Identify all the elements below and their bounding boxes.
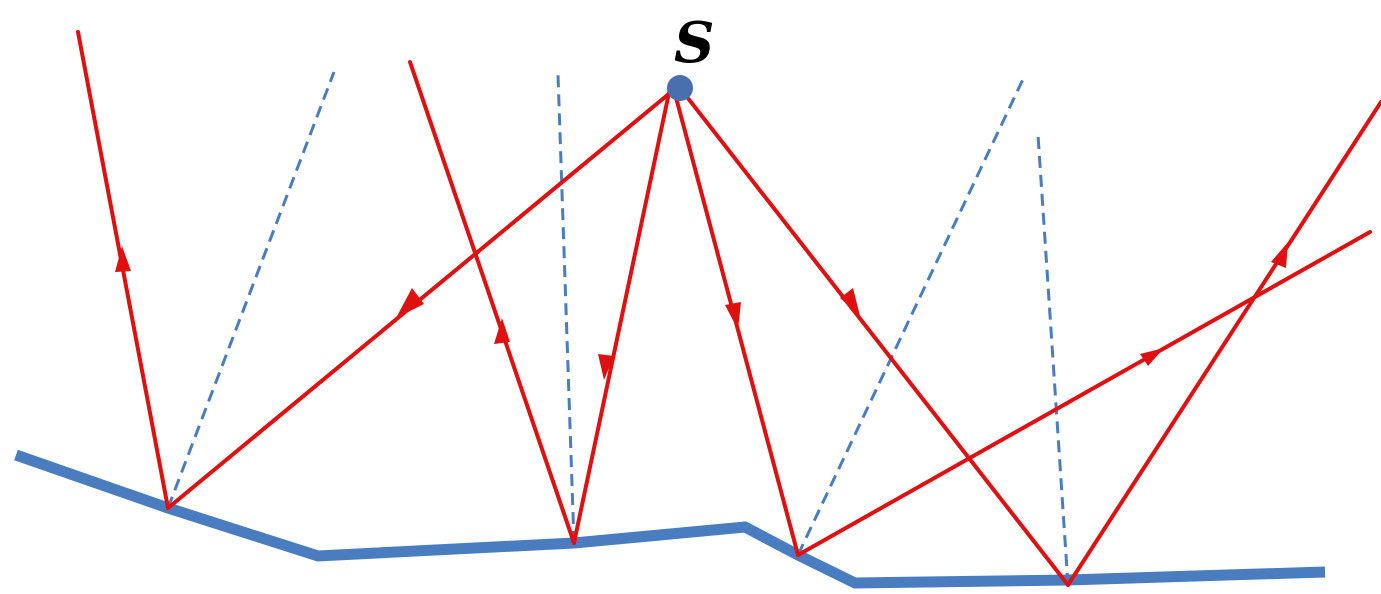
ray-incident-2 xyxy=(572,86,672,545)
normal-line xyxy=(1036,134,1070,586)
rays xyxy=(76,30,1381,587)
arrowhead xyxy=(1140,348,1164,366)
arrowhead xyxy=(1271,242,1288,268)
arrowhead xyxy=(115,246,131,272)
normal-line xyxy=(166,71,336,509)
arrowheads xyxy=(115,242,1288,380)
arrowhead xyxy=(396,288,424,318)
arrowhead xyxy=(494,318,510,344)
normal-line xyxy=(556,74,576,544)
normals xyxy=(166,71,1070,586)
arrowhead xyxy=(725,302,741,330)
normal-line xyxy=(796,74,1027,556)
arrowhead xyxy=(598,354,614,380)
ray-incident-4 xyxy=(678,86,1070,587)
ray-incident-1 xyxy=(166,86,678,510)
light-source-point xyxy=(667,75,693,101)
arrowhead xyxy=(840,288,860,316)
rough-surface xyxy=(14,449,1326,589)
ray-reflected-4 xyxy=(1066,100,1381,587)
source-label: S xyxy=(674,10,714,76)
ray-reflected-2 xyxy=(408,60,576,545)
ray-reflected-3 xyxy=(796,230,1372,557)
